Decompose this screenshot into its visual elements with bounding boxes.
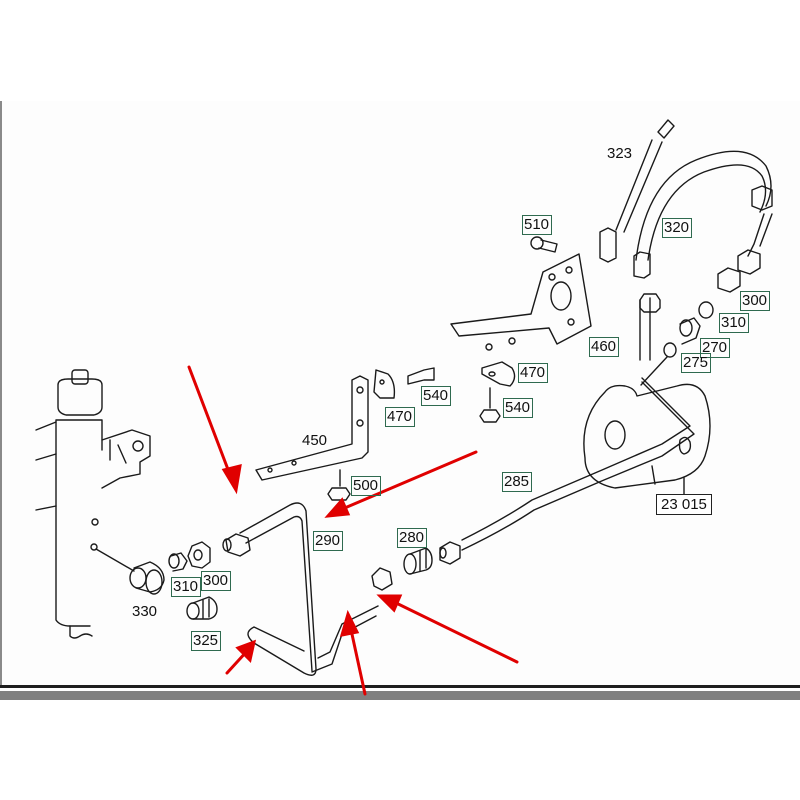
annotation-arrow xyxy=(187,365,242,495)
part-label-310-left: 310 xyxy=(171,577,202,597)
pipe-285 xyxy=(439,293,695,565)
part-label-300-left: 300 xyxy=(201,571,232,591)
frame-bottom-rule xyxy=(0,685,800,688)
part-label-510: 510 xyxy=(522,215,553,235)
clamp-470-center xyxy=(373,369,396,399)
bracket-450 xyxy=(255,375,369,481)
pipe-290 xyxy=(222,502,393,676)
fitting-325 xyxy=(186,596,218,620)
part-label-270: 270 xyxy=(700,338,731,358)
part-label-280: 280 xyxy=(397,528,428,548)
nut-300-right xyxy=(717,267,741,293)
fitting-270 xyxy=(679,317,701,345)
hose-323 xyxy=(599,119,675,263)
part-label-500: 500 xyxy=(351,476,382,496)
part-label-540-right: 540 xyxy=(503,398,534,418)
part-label-330: 330 xyxy=(132,603,158,620)
part-label-325: 325 xyxy=(191,631,222,651)
part-label-290: 290 xyxy=(313,531,344,551)
diagram-frame xyxy=(0,101,800,686)
part-label-470-right: 470 xyxy=(518,363,549,383)
washer-275 xyxy=(663,342,677,358)
part-label-470-center: 470 xyxy=(385,407,416,427)
steering-gear-housing xyxy=(35,369,151,639)
clamp-470-right xyxy=(481,361,516,387)
hose-320 xyxy=(633,150,773,279)
annotation-arrow xyxy=(376,594,519,664)
part-label-275: 275 xyxy=(681,353,712,373)
annotation-arrow xyxy=(339,609,367,696)
annotation-arrow xyxy=(225,639,257,675)
bolt-500 xyxy=(327,469,351,501)
bolt-540-right xyxy=(479,387,501,423)
seal-310-left xyxy=(168,553,180,569)
part-label-460: 460 xyxy=(589,337,620,357)
bolt-510 xyxy=(530,236,558,253)
frame-bottom-bar xyxy=(0,691,800,700)
bolt-540-center xyxy=(407,367,435,385)
seal-310-right xyxy=(698,301,714,319)
part-label-300-right: 300 xyxy=(740,291,771,311)
annotation-arrow xyxy=(324,450,478,518)
bracket-460 xyxy=(450,253,592,351)
part-label-285: 285 xyxy=(502,472,533,492)
part-label-450: 450 xyxy=(302,432,328,449)
part-label-23015: 23 015 xyxy=(656,494,712,515)
nut-300-left xyxy=(187,541,211,569)
part-label-540-center: 540 xyxy=(421,386,452,406)
part-label-310-right: 310 xyxy=(719,313,750,333)
fitting-330 xyxy=(129,561,165,595)
part-label-323: 323 xyxy=(607,145,633,162)
power-steering-pump xyxy=(583,383,711,497)
part-label-320: 320 xyxy=(662,218,693,238)
union-280 xyxy=(403,547,433,575)
annotation-arrows xyxy=(187,365,519,696)
